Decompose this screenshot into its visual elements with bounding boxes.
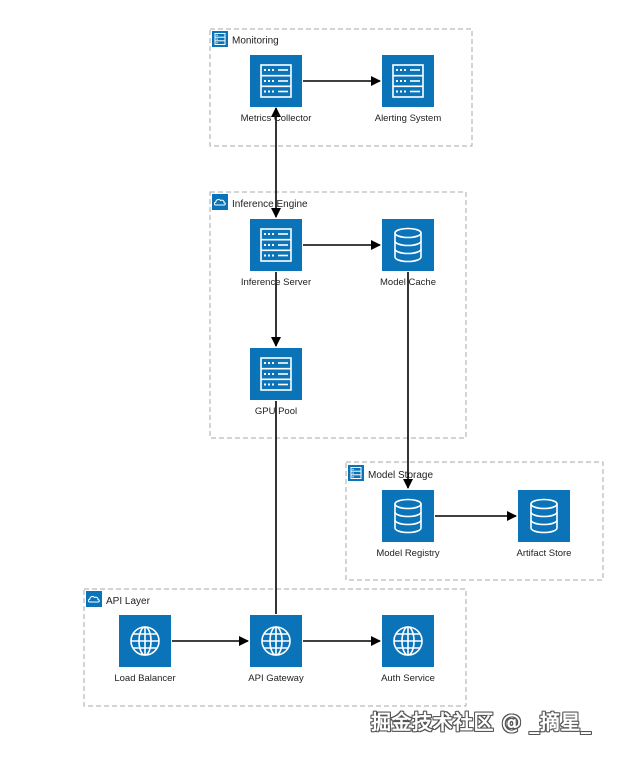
group-inference-engine: Inference Engine (209, 191, 467, 439)
node-label: Load Balancer (114, 673, 175, 684)
node-artifact-store[interactable]: Artifact Store (517, 490, 572, 559)
group-label-api-layer: API Layer (106, 596, 151, 607)
group-label-model-storage: Model Storage (368, 470, 433, 481)
node-auth-service[interactable]: Auth Service (381, 615, 435, 684)
node-label: Alerting System (375, 113, 442, 124)
server-rack-icon (348, 465, 364, 481)
node-api-gateway[interactable]: API Gateway (248, 615, 304, 684)
node-label: Metrics Collector (241, 113, 312, 124)
node-model-cache[interactable]: Model Cache (380, 219, 436, 288)
group-model-storage: Model Storage (345, 461, 604, 581)
node-label: Inference Server (241, 277, 311, 288)
node-load-balancer[interactable]: Load Balancer (114, 615, 176, 684)
node-label: Artifact Store (517, 548, 572, 559)
server-rack-icon (212, 31, 228, 47)
node-metrics-collector[interactable]: Metrics Collector (241, 55, 312, 124)
node-alerting-system[interactable]: Alerting System (375, 55, 442, 124)
edges (172, 76, 517, 646)
globe-icon (130, 626, 160, 656)
group-label-inference-engine: Inference Engine (232, 199, 308, 210)
node-gpu-pool[interactable]: GPU Pool (250, 348, 302, 417)
group-api-layer: API Layer (83, 588, 467, 707)
watermark: 掘金技术社区 @ _摘星_ (371, 710, 592, 734)
globe-icon (261, 626, 291, 656)
cloud-icon (86, 591, 102, 607)
node-label: GPU Pool (255, 406, 297, 417)
node-label: API Gateway (248, 673, 304, 684)
node-model-registry[interactable]: Model Registry (376, 490, 440, 559)
node-label: Model Cache (380, 277, 436, 288)
group-label-monitoring: Monitoring (232, 36, 279, 47)
globe-icon (393, 626, 423, 656)
node-label: Auth Service (381, 673, 435, 684)
node-inference-server[interactable]: Inference Server (241, 219, 311, 288)
cloud-icon (212, 194, 228, 210)
group-monitoring: Monitoring (209, 28, 473, 147)
node-label: Model Registry (376, 548, 440, 559)
